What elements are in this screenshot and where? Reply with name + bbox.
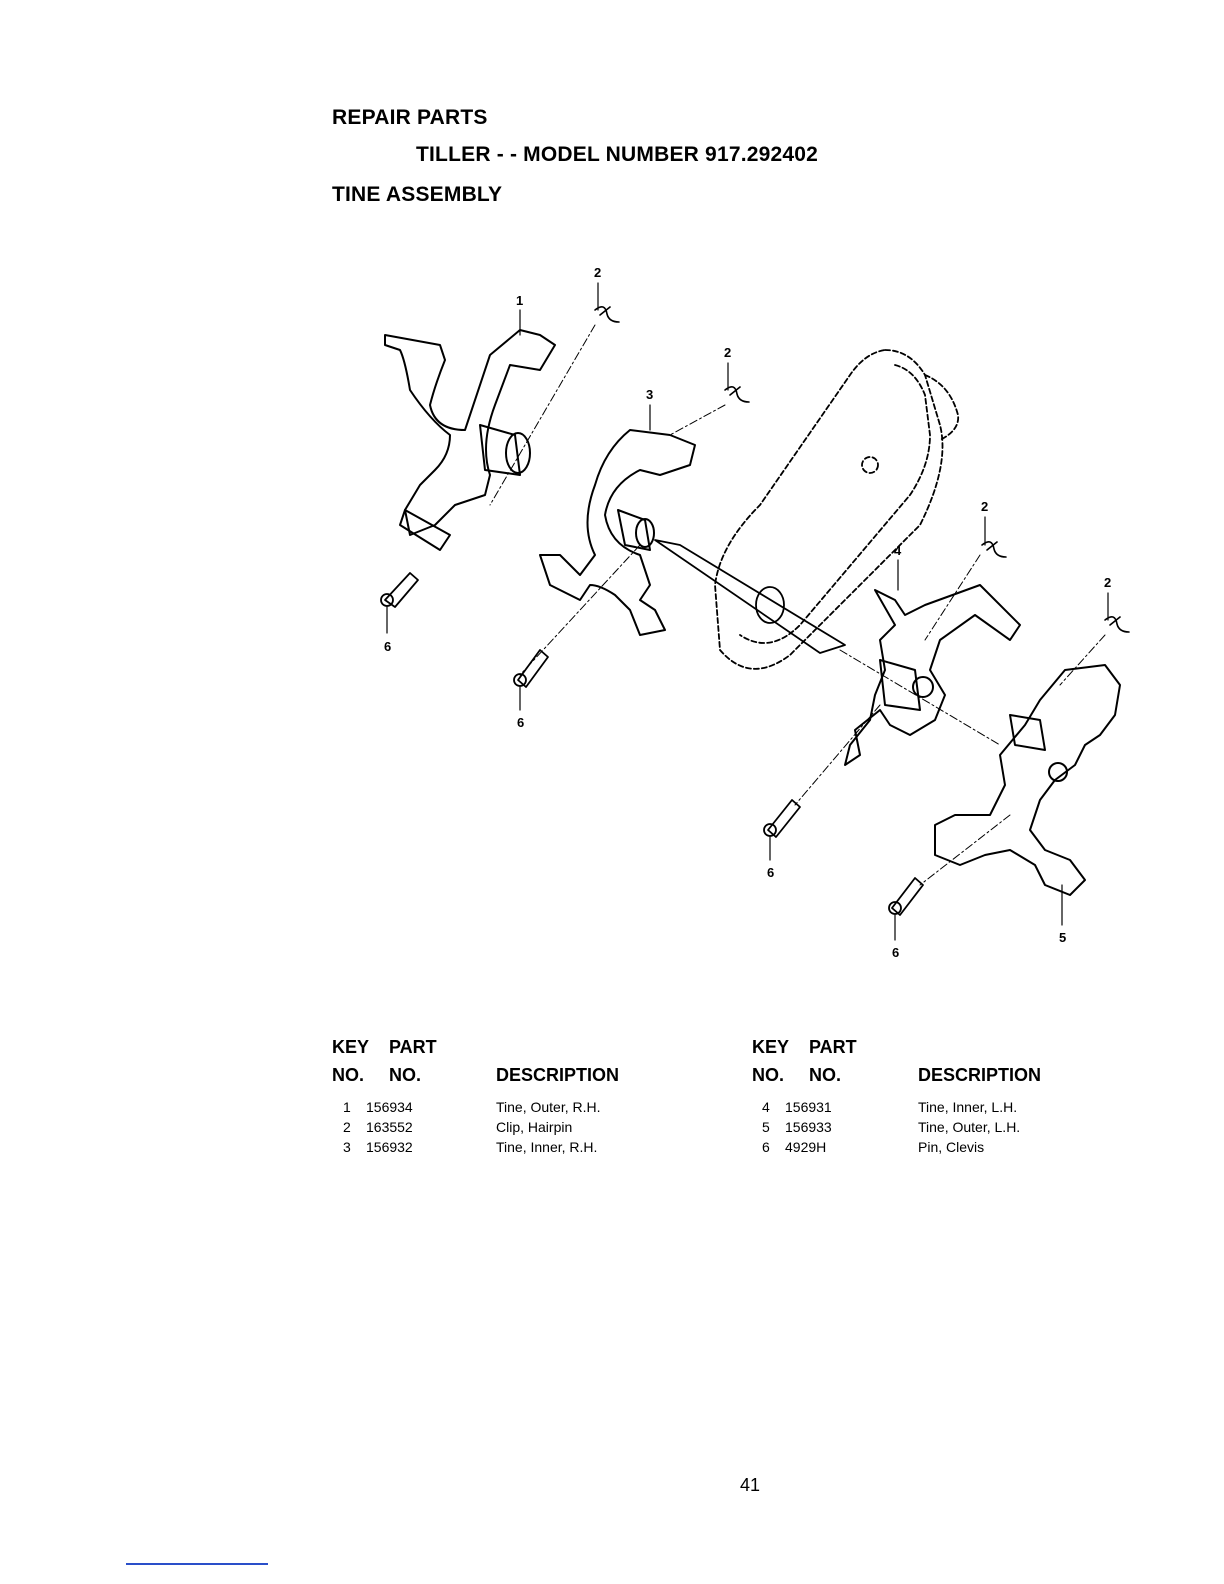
key-number: 6 (762, 1139, 770, 1155)
key-no-header: NO. (752, 1065, 784, 1086)
tine-inner-rh (540, 430, 695, 635)
tine-inner-lh (845, 585, 1020, 765)
part-description: Pin, Clevis (918, 1139, 984, 1155)
callout-6-c: 6 (767, 865, 774, 880)
part-number: 4929H (785, 1139, 826, 1155)
section-title: REPAIR PARTS (332, 106, 488, 130)
callout-2-b: 2 (724, 345, 731, 360)
key-number: 3 (343, 1139, 351, 1155)
key-no-header: NO. (332, 1065, 364, 1086)
key-number: 4 (762, 1099, 770, 1115)
tine-outer-rh (385, 330, 555, 550)
part-number: 156934 (366, 1099, 413, 1115)
description-header: DESCRIPTION (918, 1065, 1041, 1086)
axle-shaft (655, 540, 845, 653)
gearbox-housing (715, 350, 958, 669)
model-title: TILLER - - MODEL NUMBER 917.292402 (416, 143, 818, 167)
callout-3: 3 (646, 387, 653, 402)
part-number: 156932 (366, 1139, 413, 1155)
callout-4: 4 (894, 543, 902, 558)
key-number: 5 (762, 1119, 770, 1135)
part-description: Clip, Hairpin (496, 1119, 572, 1135)
key-number: 2 (343, 1119, 351, 1135)
part-no-header: NO. (809, 1065, 841, 1086)
tine-assembly-diagram: 1 2 2 3 2 4 2 5 6 6 6 6 (340, 255, 1140, 975)
part-no-header: NO. (389, 1065, 421, 1086)
callout-5: 5 (1059, 930, 1066, 945)
callout-6-d: 6 (892, 945, 899, 960)
part-description: Tine, Outer, L.H. (918, 1119, 1020, 1135)
leader-lines (387, 283, 1108, 940)
callout-1: 1 (516, 293, 523, 308)
part-number: 156933 (785, 1119, 832, 1135)
part-description: Tine, Outer, R.H. (496, 1099, 601, 1115)
callout-6-b: 6 (517, 715, 524, 730)
callout-2-c: 2 (981, 499, 988, 514)
part-header: PART (809, 1037, 857, 1058)
description-header: DESCRIPTION (496, 1065, 619, 1086)
page-number: 41 (740, 1475, 760, 1496)
part-number: 163552 (366, 1119, 413, 1135)
assembly-title: TINE ASSEMBLY (332, 183, 502, 207)
key-header: KEY (752, 1037, 789, 1058)
part-number: 156931 (785, 1099, 832, 1115)
part-description: Tine, Inner, L.H. (918, 1099, 1017, 1115)
part-description: Tine, Inner, R.H. (496, 1139, 597, 1155)
alignment-lines (490, 325, 1105, 885)
key-header: KEY (332, 1037, 369, 1058)
callout-2-d: 2 (1104, 575, 1111, 590)
callout-6-a: 6 (384, 639, 391, 654)
part-header: PART (389, 1037, 437, 1058)
callout-2-a: 2 (594, 265, 601, 280)
key-number: 1 (343, 1099, 351, 1115)
bottom-rule (126, 1563, 268, 1565)
tine-outer-lh (935, 665, 1120, 895)
clevis-pins (381, 573, 923, 915)
